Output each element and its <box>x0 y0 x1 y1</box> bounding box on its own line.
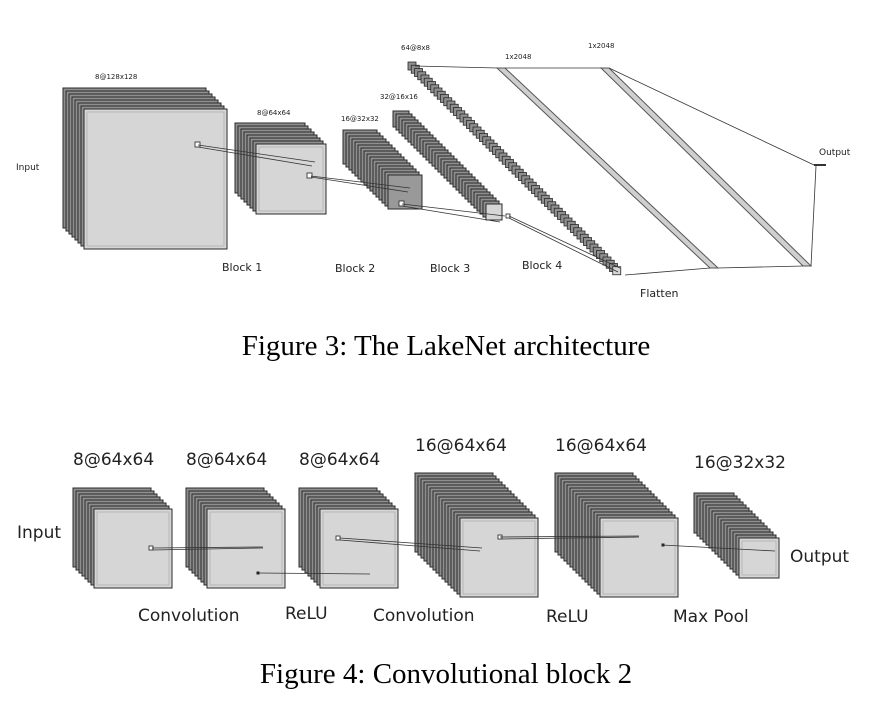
feature-map-front <box>387 174 423 210</box>
kernel-window <box>398 200 405 207</box>
feature-map-front <box>738 537 780 579</box>
volume-after-max-pool <box>693 492 780 579</box>
convolutional-block-diagram: 8@64x64 8@64x64 8@64x64 16@64x64 16@64x6… <box>17 436 849 627</box>
dense-layer-1 <box>495 67 720 269</box>
volume-input <box>72 487 173 589</box>
feature-map-inner-border <box>462 520 536 595</box>
volume-after-relu-1 <box>298 487 399 589</box>
volume-flatten-input <box>407 61 622 276</box>
shape-label-2: 8@64x64 <box>186 450 267 470</box>
operation-max-pool: Max Pool <box>673 607 749 627</box>
volume-block3-input <box>342 129 423 210</box>
connection-point <box>256 571 260 575</box>
shape-label-dense-2: 1x2048 <box>588 42 614 50</box>
volume-block1-input <box>62 87 228 250</box>
feature-map-inner-border <box>209 511 283 586</box>
shape-label-6: 16@32x32 <box>694 453 786 473</box>
kernel-window <box>335 535 341 541</box>
input-label: Input <box>16 163 40 173</box>
volume-block2-input <box>234 122 327 215</box>
feature-map-front <box>319 508 399 589</box>
kernel-window <box>306 172 313 179</box>
shape-label-3: 8@64x64 <box>299 450 380 470</box>
shape-label-5: 16@64x64 <box>555 436 647 456</box>
feature-map-front <box>83 108 228 250</box>
fig3-connection-lines <box>197 65 817 276</box>
operation-convolution-1: Convolution <box>138 606 240 626</box>
volume-block4-input <box>392 110 511 221</box>
feature-map-front <box>93 508 173 589</box>
feature-map-inner-border <box>96 511 170 586</box>
operation-relu-1: ReLU <box>285 604 328 624</box>
feature-map-inner-border <box>322 511 396 586</box>
figure-4-caption: Figure 4: Convolutional block 2 <box>259 658 633 690</box>
volume-after-relu-2 <box>497 472 679 598</box>
kernel-window <box>194 141 201 148</box>
block-2-label: Block 2 <box>335 262 375 275</box>
fig3-volumes <box>62 61 622 276</box>
volume-after-convolution-2 <box>414 472 539 598</box>
feature-map-front <box>255 143 327 215</box>
block-3-label: Block 3 <box>430 262 470 275</box>
output-node <box>814 164 826 166</box>
fig4-connection-lines <box>151 535 776 575</box>
dense-layer-2 <box>599 67 813 267</box>
shape-label-64x8x8: 64@8x8 <box>401 44 430 52</box>
operation-convolution-2: Convolution <box>373 606 475 626</box>
volume-after-convolution-1 <box>185 487 286 589</box>
shape-label-4: 16@64x64 <box>415 436 507 456</box>
feature-map-inner-border <box>86 111 225 247</box>
flatten-label: Flatten <box>640 287 679 300</box>
shape-label-dense-1: 1x2048 <box>505 53 531 61</box>
fig4-volumes <box>72 472 780 598</box>
lakenet-architecture-diagram: 8@128x128 8@64x64 16@32x32 32@16x16 64@8… <box>16 42 851 300</box>
shape-label-8x64x64: 8@64x64 <box>257 109 291 117</box>
shape-label-32x16x16: 32@16x16 <box>380 93 418 101</box>
input-label: Input <box>17 523 61 543</box>
output-label: Output <box>819 148 851 158</box>
block-4-label: Block 4 <box>522 259 562 272</box>
feature-map-front <box>459 517 539 598</box>
shape-label-8x128x128: 8@128x128 <box>95 73 137 81</box>
figure-3-caption: Figure 3: The LakeNet architecture <box>241 330 651 362</box>
feature-map-front <box>485 203 503 221</box>
operation-relu-2: ReLU <box>546 607 589 627</box>
feature-map-front <box>599 517 679 598</box>
feature-map-inner-border <box>741 540 777 576</box>
feature-map-inner-border <box>602 520 676 595</box>
output-label: Output <box>790 547 849 567</box>
kernel-window <box>505 213 511 219</box>
shape-label-16x32x32: 16@32x32 <box>341 115 379 123</box>
block-1-label: Block 1 <box>222 261 262 274</box>
shape-label-1: 8@64x64 <box>73 450 154 470</box>
